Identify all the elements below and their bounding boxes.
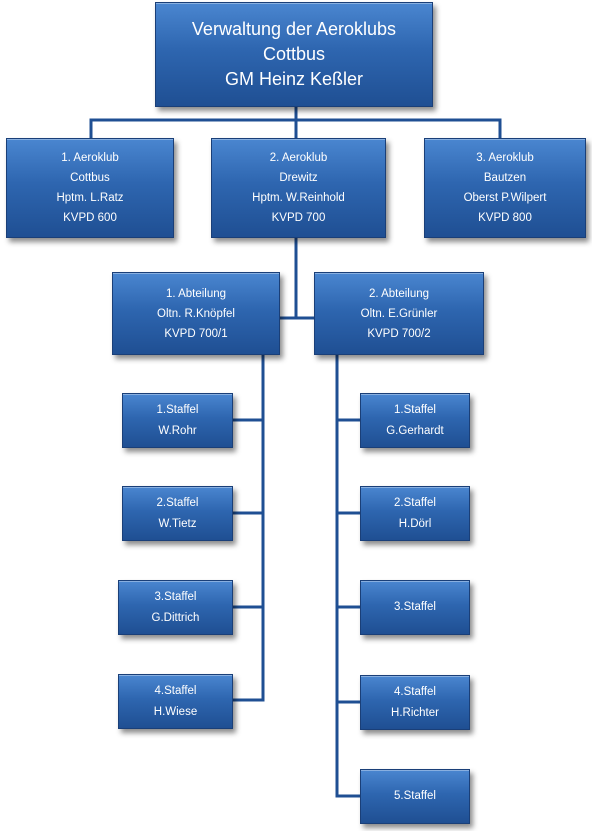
club-1-code: KVPD 600 bbox=[63, 212, 117, 224]
staffel-right-4[interactable]: 4.Staffel H.Richter bbox=[360, 675, 470, 730]
abteilung-node-1[interactable]: 1. Abteilung Oltn. R.Knöpfel KVPD 700/1 bbox=[112, 272, 280, 355]
club-node-2[interactable]: 2. Aeroklub Drewitz Hptm. W.Reinhold KVP… bbox=[211, 138, 386, 238]
root-location: Cottbus bbox=[262, 44, 326, 64]
abteilung-1-commander: Oltn. R.Knöpfel bbox=[157, 307, 235, 320]
staffel-left-3-name: 3.Staffel bbox=[154, 590, 197, 603]
staffel-right-5[interactable]: 5.Staffel bbox=[360, 769, 470, 824]
staffel-right-2[interactable]: 2.Staffel H.Dörl bbox=[360, 486, 470, 541]
club-3-commander: Oberst P.Wilpert bbox=[463, 192, 547, 204]
abteilung-node-2[interactable]: 2. Abteilung Oltn. E.Grünler KVPD 700/2 bbox=[314, 272, 484, 355]
staffel-left-2[interactable]: 2.Staffel W.Tietz bbox=[122, 486, 233, 541]
club-2-code: KVPD 700 bbox=[271, 212, 326, 224]
staffel-left-1-leader: W.Rohr bbox=[158, 424, 197, 437]
abteilung-2-commander: Oltn. E.Grünler bbox=[360, 307, 438, 320]
staffel-right-5-name: 5.Staffel bbox=[394, 790, 436, 802]
root-node[interactable]: Verwaltung der Aeroklubs Cottbus GM Hein… bbox=[155, 2, 433, 107]
staffel-left-4[interactable]: 4.Staffel H.Wiese bbox=[118, 674, 233, 729]
staffel-left-3[interactable]: 3.Staffel G.Dittrich bbox=[118, 580, 233, 635]
staffel-left-1-name: 1.Staffel bbox=[156, 403, 199, 416]
staffel-left-4-name: 4.Staffel bbox=[154, 684, 197, 697]
staffel-right-1[interactable]: 1.Staffel G.Gerhardt bbox=[360, 393, 470, 448]
staffel-left-2-leader: W.Tietz bbox=[158, 517, 197, 530]
staffel-left-3-leader: G.Dittrich bbox=[151, 611, 200, 624]
connector-left-spine bbox=[233, 355, 265, 702]
club-node-3[interactable]: 3. Aeroklub Bautzen Oberst P.Wilpert KVP… bbox=[424, 138, 586, 238]
club-3-code: KVPD 800 bbox=[478, 212, 532, 224]
staffel-right-1-name: 1.Staffel bbox=[394, 403, 436, 416]
club-2-name: 2. Aeroklub bbox=[269, 152, 328, 164]
staffel-right-2-name: 2.Staffel bbox=[394, 496, 436, 509]
staffel-right-4-leader: H.Richter bbox=[391, 706, 439, 719]
club-node-1[interactable]: 1. Aeroklub Cottbus Hptm. L.Ratz KVPD 60… bbox=[6, 138, 174, 238]
club-3-location: Bautzen bbox=[483, 172, 527, 184]
club-2-commander: Hptm. W.Reinhold bbox=[252, 192, 345, 204]
staffel-left-1[interactable]: 1.Staffel W.Rohr bbox=[122, 393, 233, 448]
club-3-name: 3. Aeroklub bbox=[476, 152, 534, 164]
connector-right-spine bbox=[335, 355, 360, 798]
staffel-right-4-name: 4.Staffel bbox=[394, 685, 436, 698]
root-commander: GM Heinz Keßler bbox=[224, 69, 364, 89]
club-2-location: Drewitz bbox=[279, 172, 318, 184]
root-title: Verwaltung der Aeroklubs bbox=[191, 19, 397, 39]
staffel-right-1-leader: G.Gerhardt bbox=[386, 424, 444, 437]
club-1-commander: Hptm. L.Ratz bbox=[56, 192, 124, 204]
staffel-left-2-name: 2.Staffel bbox=[156, 496, 199, 509]
staffel-left-4-leader: H.Wiese bbox=[153, 705, 198, 718]
abteilung-2-name: 2. Abteilung bbox=[368, 287, 430, 300]
abteilung-1-name: 1. Abteilung bbox=[165, 287, 227, 300]
staffel-right-3-name: 3.Staffel bbox=[394, 601, 436, 613]
abteilung-1-code: KVPD 700/1 bbox=[164, 327, 228, 340]
club-1-name: 1. Aeroklub bbox=[61, 152, 119, 164]
club-1-location: Cottbus bbox=[70, 172, 110, 184]
staffel-right-3[interactable]: 3.Staffel bbox=[360, 580, 470, 635]
staffel-right-2-leader: H.Dörl bbox=[398, 517, 432, 530]
abteilung-2-code: KVPD 700/2 bbox=[367, 327, 431, 340]
